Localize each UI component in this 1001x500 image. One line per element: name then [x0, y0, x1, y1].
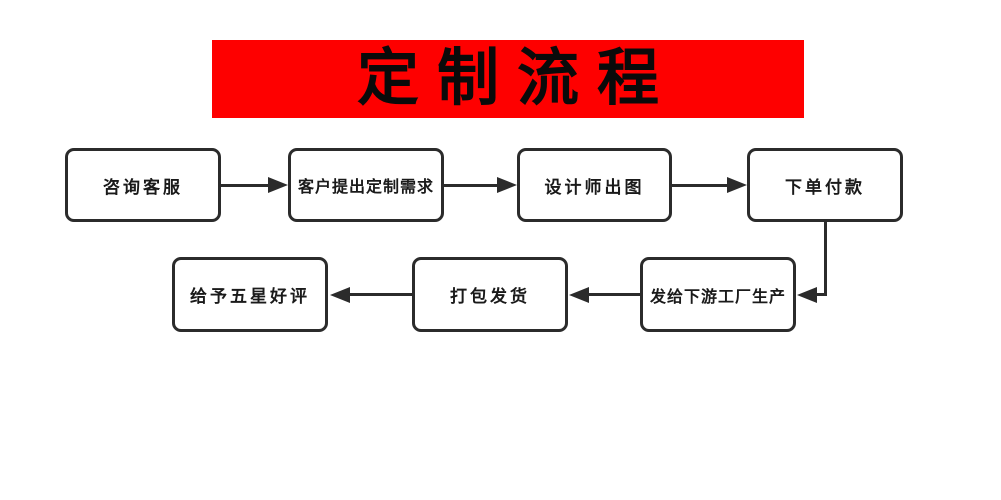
step-label: 打包发货 [450, 287, 530, 306]
arrow-line [220, 184, 270, 187]
arrow-left-icon [330, 287, 350, 303]
step-send-to-downstream-factory: 发给下游工厂生产 [640, 257, 796, 332]
step-label: 发给下游工厂生产 [649, 288, 786, 306]
arrow-right-icon [727, 177, 747, 193]
arrow-line [824, 222, 827, 296]
step-designer-creates-drawing: 设计师出图 [517, 148, 672, 222]
step-label: 客户提出定制需求 [297, 179, 434, 196]
step-place-order-and-pay: 下单付款 [747, 148, 903, 222]
step-consult-customer-service: 咨询客服 [65, 148, 221, 222]
step-pack-and-ship: 打包发货 [412, 257, 568, 332]
arrow-right-icon [268, 177, 288, 193]
step-label: 给予五星好评 [190, 287, 310, 306]
arrow-line [588, 293, 640, 296]
step-label: 咨询客服 [103, 177, 183, 197]
arrow-left-icon [797, 287, 817, 303]
title-banner: 定制流程 [212, 40, 804, 118]
step-label: 设计师出图 [544, 177, 645, 197]
step-label: 下单付款 [785, 177, 865, 197]
arrow-right-icon [497, 177, 517, 193]
arrow-left-icon [569, 287, 589, 303]
arrow-line [443, 184, 499, 187]
arrow-line [814, 293, 827, 296]
step-customer-submits-custom-requirements: 客户提出定制需求 [288, 148, 444, 222]
arrow-line [670, 184, 729, 187]
step-give-five-star-review: 给予五星好评 [172, 257, 328, 332]
page-title: 定制流程 [356, 45, 677, 113]
arrow-line [349, 293, 412, 296]
